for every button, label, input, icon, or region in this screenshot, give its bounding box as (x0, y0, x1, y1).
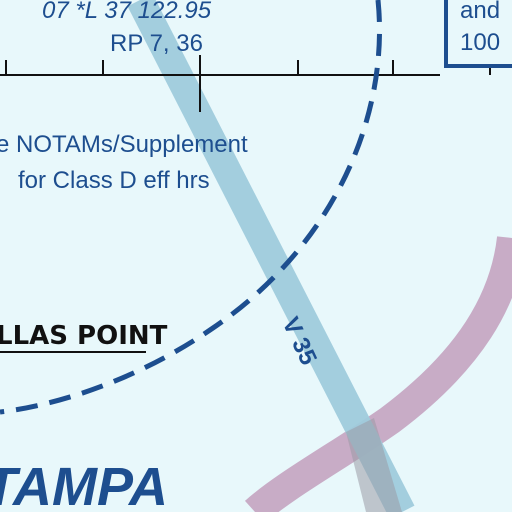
city-name: TAMPA (0, 457, 168, 512)
info-box-line2: 100 (460, 29, 500, 56)
notam-note-line1: e NOTAMs/Supplement (0, 131, 248, 158)
info-box-line1: and (460, 0, 500, 24)
class-b-shelf-band (244, 236, 512, 512)
info-box: and 100 (444, 0, 512, 68)
class-d-boundary (0, 0, 382, 415)
notam-note-line2: for Class D eff hrs (18, 167, 210, 194)
airport-frequency-info: 07 *L 37 122.95 (42, 0, 212, 24)
airway-band-overlap (346, 418, 402, 512)
reporting-point-name: LLAS POINT (0, 321, 168, 351)
reporting-pattern-info: RP 7, 36 (110, 30, 203, 57)
